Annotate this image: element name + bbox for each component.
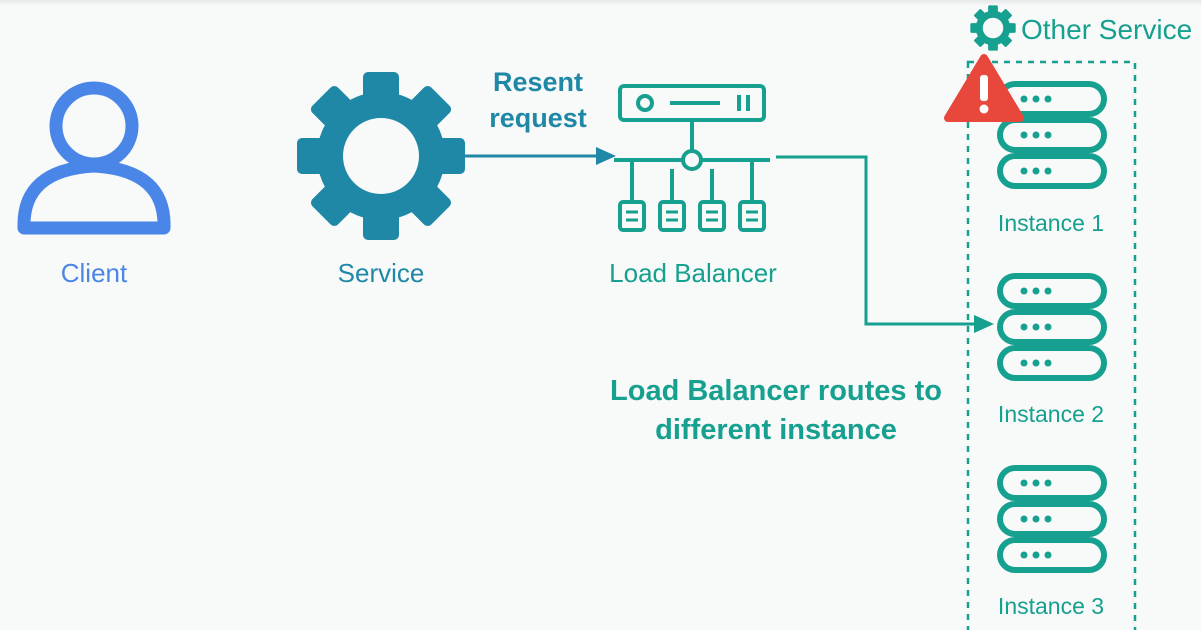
user-icon (17, 81, 171, 235)
other-service-label: Other Service (1021, 14, 1193, 45)
gear-icon (297, 72, 465, 240)
routes-note: Load Balancer routes to different instan… (566, 372, 986, 450)
client-label: Client (60, 258, 128, 288)
routes-note-line2: different instance (655, 414, 897, 446)
resent-request-line2: request (489, 103, 587, 133)
top-border (0, 0, 1201, 6)
load-balancer-icon (614, 84, 770, 232)
service-label: Service (337, 258, 425, 288)
server-icon (1000, 84, 1104, 186)
other-service-container (966, 60, 1137, 630)
resent-request-label: Resent request (489, 64, 587, 136)
load-balancer-label: Load Balancer (609, 258, 777, 288)
warning-icon (944, 54, 1024, 122)
resent-request-arrow (464, 147, 616, 165)
server-icon (1000, 276, 1104, 378)
instance-1-label: Instance 1 (997, 210, 1105, 236)
route-arrow (776, 155, 994, 333)
instance-3-label: Instance 3 (997, 593, 1105, 619)
server-icon (1000, 468, 1104, 570)
gear-icon (970, 5, 1016, 51)
instance-2-label: Instance 2 (997, 401, 1105, 427)
routes-note-line1: Load Balancer routes to (610, 375, 942, 407)
resent-request-line1: Resent (492, 67, 584, 97)
